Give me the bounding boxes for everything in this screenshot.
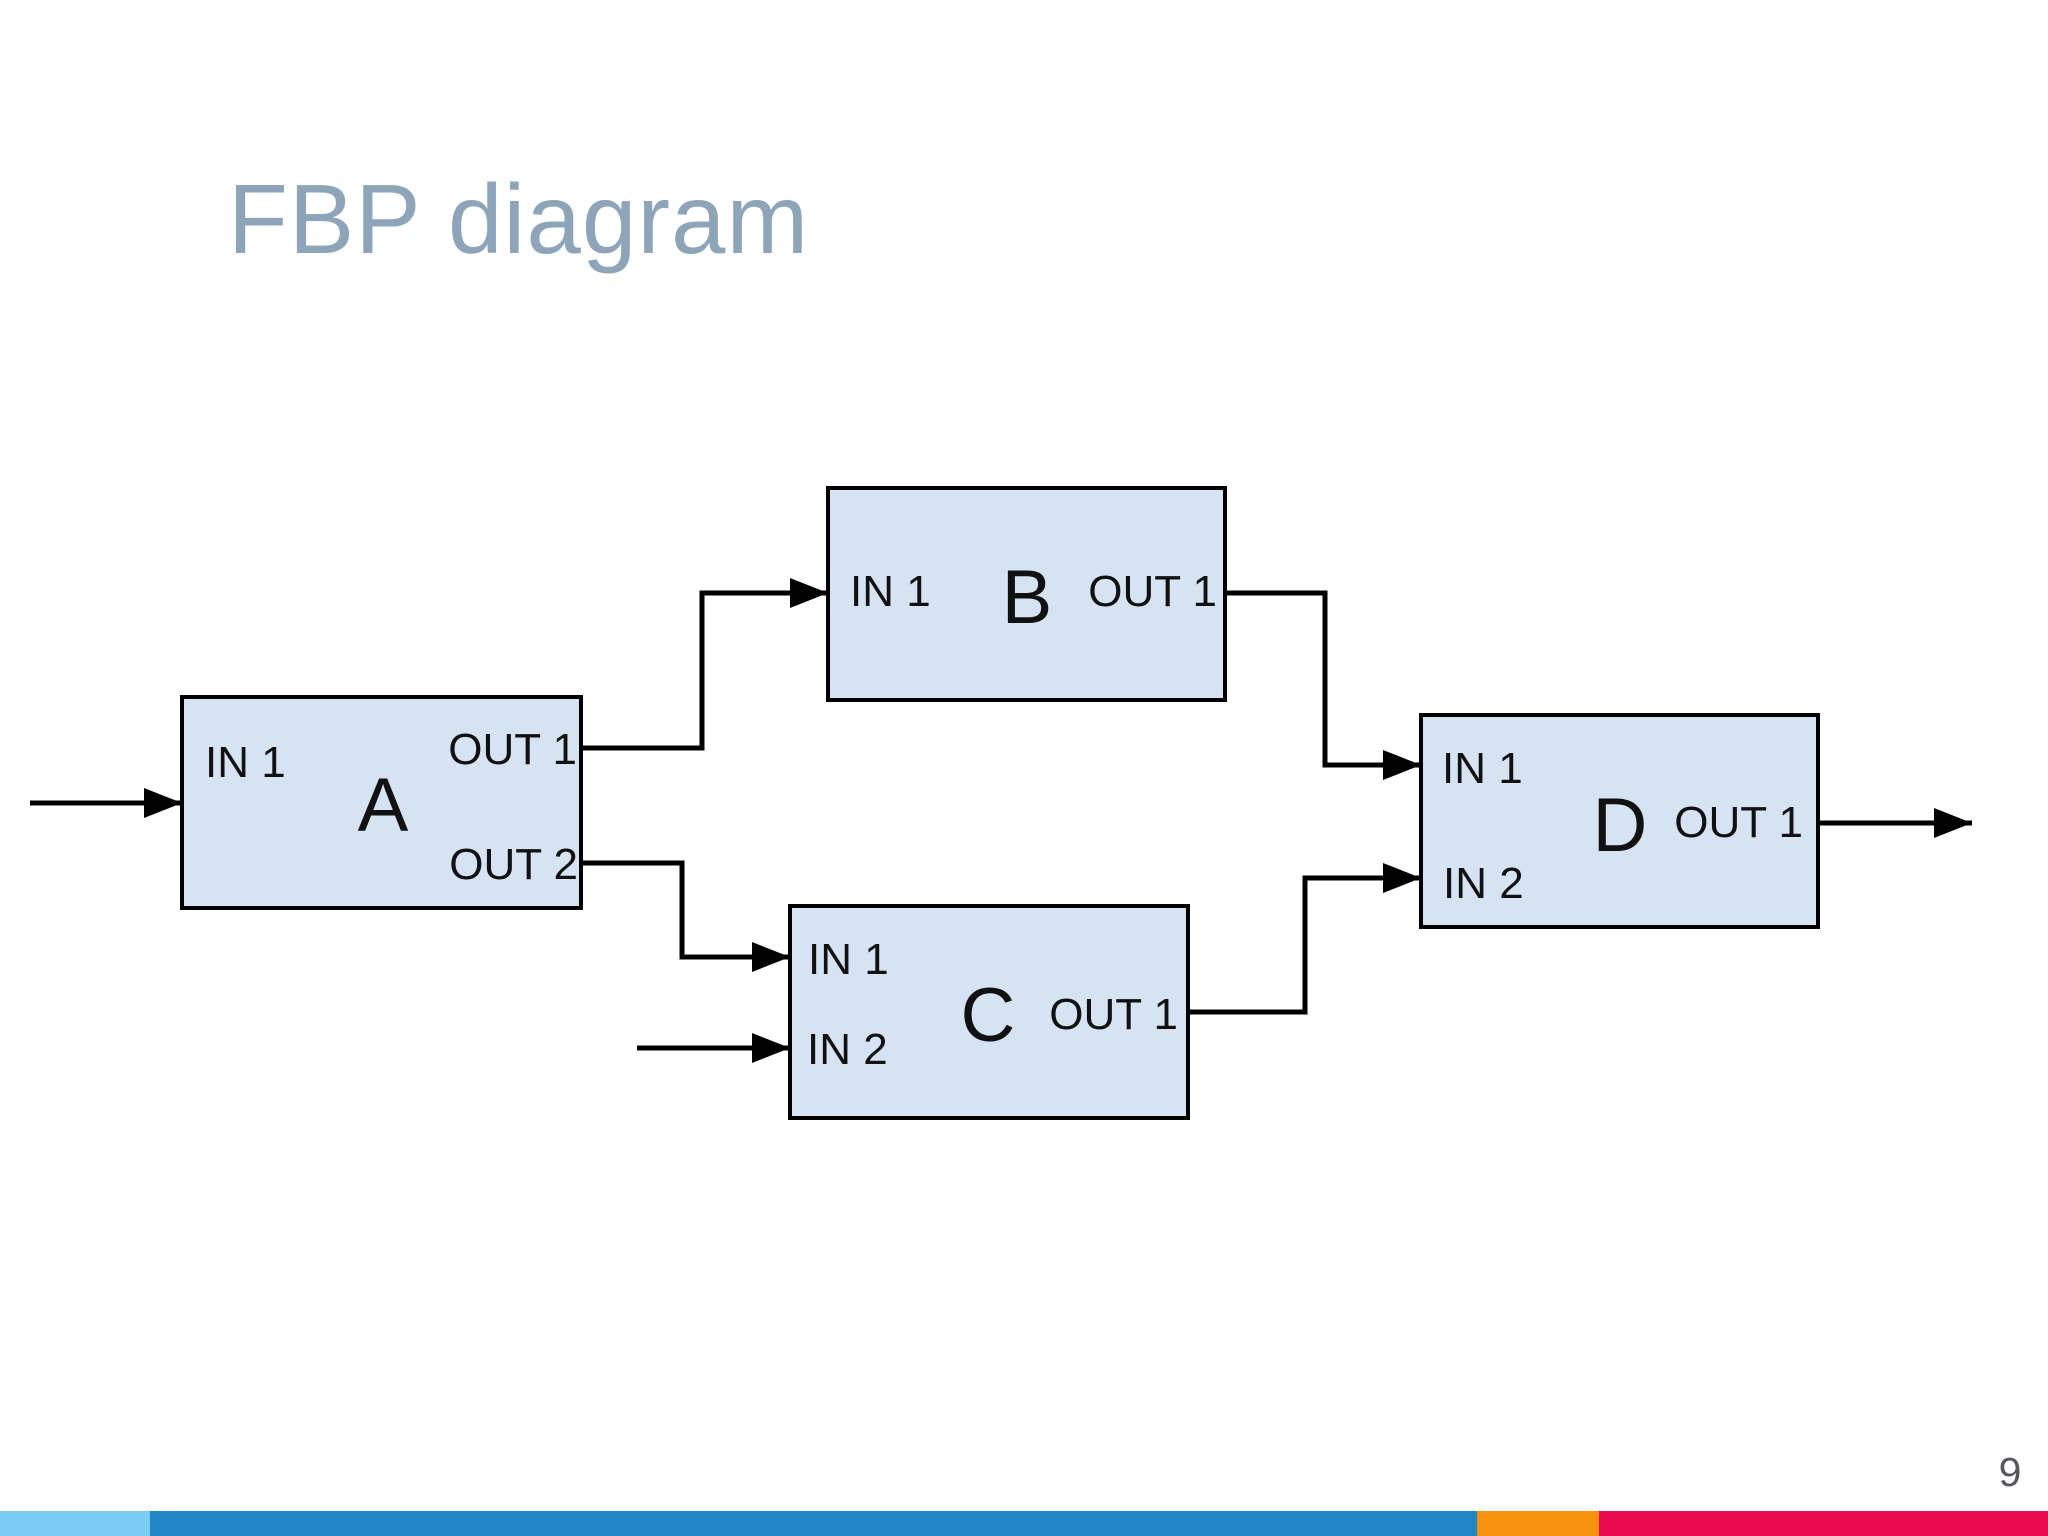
- node-a-port-out1: OUT 1: [448, 725, 577, 774]
- node-b-port-out1: OUT 1: [1088, 567, 1217, 616]
- node-b-port-in1: IN 1: [850, 567, 931, 616]
- node-b-box: [826, 486, 1227, 702]
- page-title: FBP diagram: [228, 164, 810, 274]
- node-c-box: [788, 904, 1190, 1120]
- node-d-port-in2: IN 2: [1443, 859, 1524, 908]
- node-c-port-out1: OUT 1: [1049, 990, 1178, 1039]
- node-c-port-in1: IN 1: [808, 935, 889, 984]
- node-a-port-out2: OUT 2: [449, 840, 578, 889]
- footer-segment-orange: [1477, 1511, 1599, 1536]
- node-a-box: [180, 695, 583, 910]
- page-number: 9: [1998, 1449, 2022, 1495]
- node-d: IN 1 IN 2 OUT 1 D: [1419, 713, 1820, 929]
- node-d-port-out1: OUT 1: [1674, 798, 1803, 847]
- node-a: IN 1 OUT 1 OUT 2 A: [180, 695, 583, 910]
- node-c-title: C: [961, 973, 1016, 1058]
- node-d-title: D: [1593, 783, 1648, 868]
- node-a-title: A: [358, 763, 409, 848]
- footer-segment-pink: [1599, 1511, 2048, 1536]
- footer-accent-bar: [0, 1511, 2048, 1536]
- node-a-port-in1: IN 1: [205, 738, 286, 787]
- node-d-port-in1: IN 1: [1442, 744, 1523, 793]
- edge-b-out1-to-d-in1: [1223, 590, 1422, 780]
- footer-segment-blue: [150, 1511, 1477, 1536]
- edge-c-out1-to-d-in2: [1186, 863, 1422, 1015]
- footer-segment-lightblue: [0, 1511, 150, 1536]
- node-b-title: B: [1002, 555, 1053, 640]
- edge-a-out2-to-c-in1: [579, 860, 791, 972]
- node-c: IN 1 IN 2 OUT 1 C: [788, 904, 1190, 1120]
- edge-a-out1-to-b-in1: [579, 578, 829, 751]
- node-c-port-in2: IN 2: [807, 1025, 888, 1074]
- node-b: IN 1 OUT 1 B: [826, 486, 1227, 702]
- node-d-box: [1419, 713, 1820, 929]
